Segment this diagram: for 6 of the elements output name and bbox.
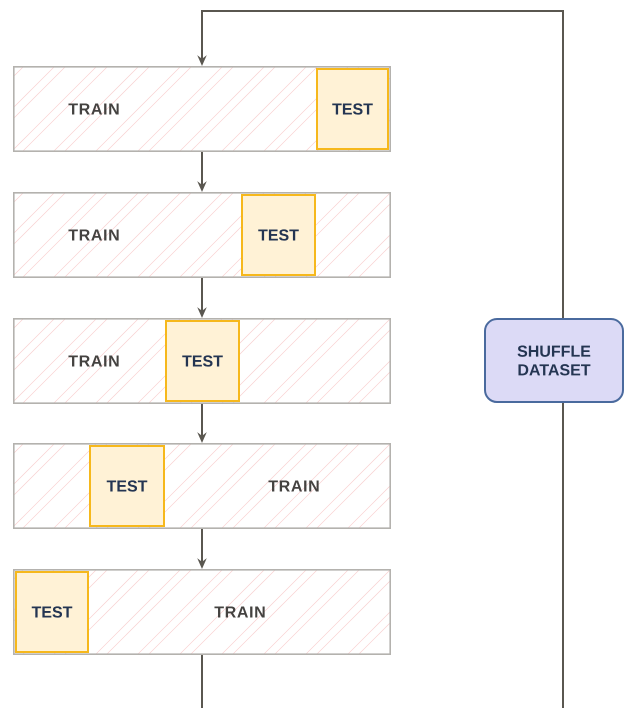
- test-box: TEST: [241, 194, 316, 276]
- test-box: TEST: [165, 320, 240, 402]
- test-box: TEST: [15, 571, 89, 653]
- test-box: TEST: [89, 445, 165, 527]
- test-box: TEST: [316, 68, 389, 150]
- process-box: SHUFFLE DATASET: [484, 318, 624, 403]
